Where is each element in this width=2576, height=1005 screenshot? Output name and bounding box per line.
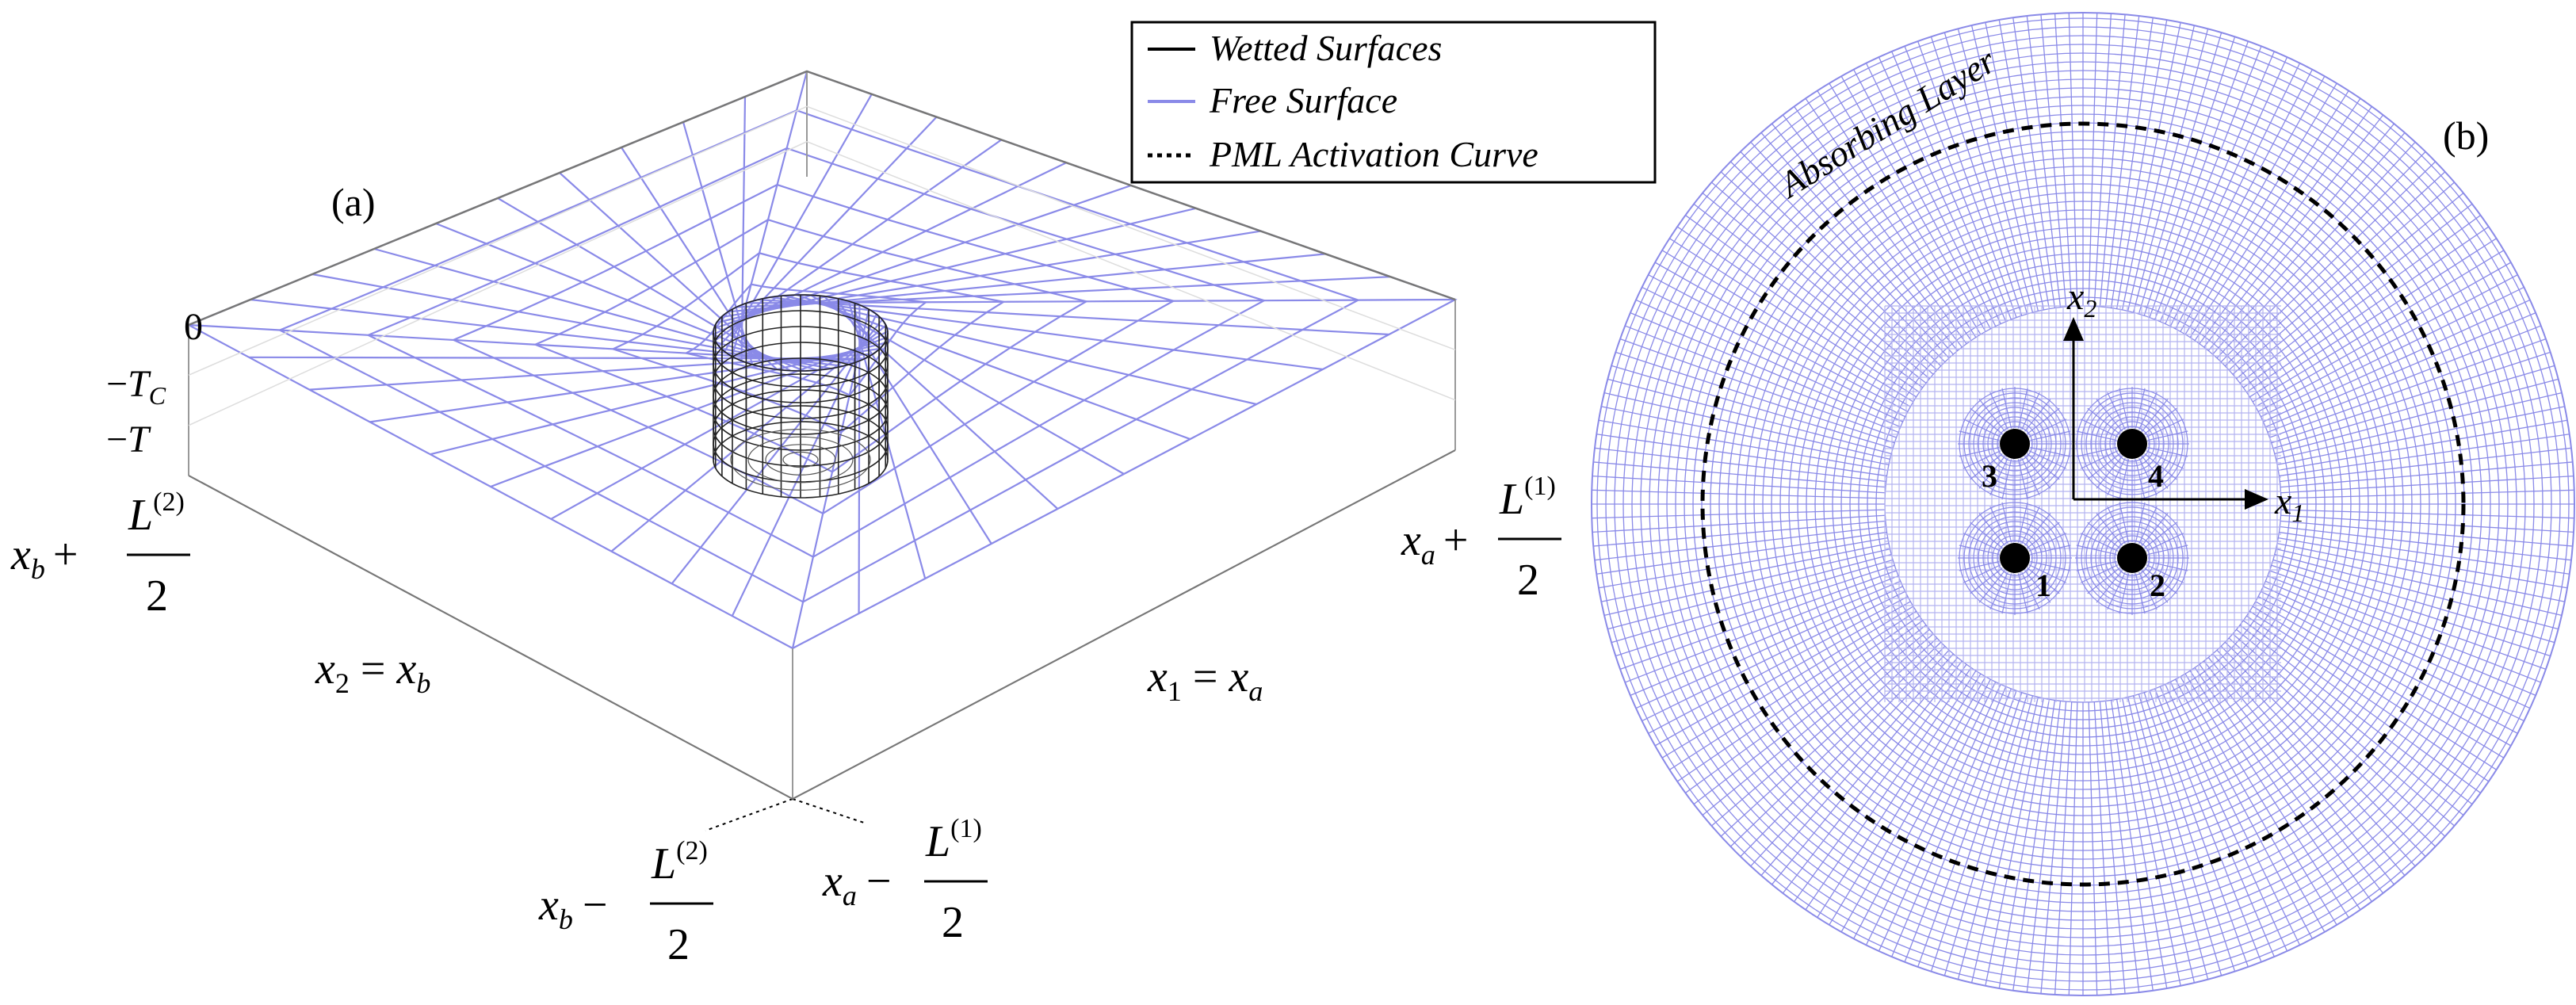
svg-text:2: 2 xyxy=(146,571,168,621)
label-x2-bottom: xb− L(2) 2 xyxy=(538,836,713,969)
panel-a: (a) 0 −TC −T xb+ L(2) 2 x2=xb xb− L(2) 2… xyxy=(10,70,1561,969)
svg-text:xa+: xa+ xyxy=(1401,516,1468,571)
axis-x1-label: x1 xyxy=(2274,480,2304,527)
svg-text:L(1): L(1) xyxy=(1499,472,1556,524)
svg-text:4: 4 xyxy=(2148,458,2164,494)
label-x1-bottom: xa− L(1) 2 xyxy=(822,814,988,947)
free-surface-mesh-a xyxy=(188,70,1458,650)
legend: Wetted Surfaces Free Surface PML Activat… xyxy=(1130,21,1657,184)
legend-item-wetted: Wetted Surfaces xyxy=(1148,28,1442,68)
legend-box xyxy=(1130,21,1657,184)
svg-text:xb+: xb+ xyxy=(10,530,78,585)
svg-text:Free Surface: Free Surface xyxy=(1209,80,1397,120)
svg-text:L(2): L(2) xyxy=(651,836,708,888)
z-tick-zero: 0 xyxy=(184,306,203,348)
wetted-cylinder xyxy=(713,294,889,499)
svg-text:2: 2 xyxy=(2150,567,2165,603)
panel-label-b: (b) xyxy=(2443,113,2489,158)
svg-text:PML Activation Curve: PML Activation Curve xyxy=(1209,134,1538,174)
svg-text:2: 2 xyxy=(1517,556,1539,605)
svg-text:2: 2 xyxy=(667,920,690,969)
z-tick-t: −T xyxy=(106,418,151,460)
svg-text:L(2): L(2) xyxy=(128,487,185,540)
svg-text:xb−: xb− xyxy=(538,881,607,935)
legend-item-pml: PML Activation Curve xyxy=(1148,134,1538,174)
label-x1-mid: x1=xa xyxy=(1147,652,1263,707)
body-1: 1 xyxy=(2000,543,2051,603)
pml-activation-curve xyxy=(1700,121,2466,887)
free-surface-mesh-b xyxy=(1591,12,2575,996)
legend-item-free-surface: Free Surface xyxy=(1148,80,1397,120)
body-3: 3 xyxy=(1982,429,2030,494)
axis-x2-label: x2 xyxy=(2066,276,2096,323)
svg-text:1: 1 xyxy=(2035,567,2051,603)
svg-text:L(1): L(1) xyxy=(925,814,982,866)
svg-text:2: 2 xyxy=(942,898,964,947)
bounding-box-a xyxy=(188,70,1456,831)
label-x1-top: xa+ L(1) 2 xyxy=(1401,472,1561,605)
svg-text:Wetted Surfaces: Wetted Surfaces xyxy=(1210,28,1442,68)
label-x2-mid: x2=xb xyxy=(315,644,430,699)
label-x2-top: xb+ L(2) 2 xyxy=(10,487,190,621)
panel-label-a: (a) xyxy=(331,180,376,224)
panel-b: Absorbing Layer (b) x2 x1 1 2 3 4 xyxy=(1591,12,2575,996)
axes-b: x2 x1 xyxy=(2063,276,2304,527)
body-2: 2 xyxy=(2117,543,2165,603)
svg-text:3: 3 xyxy=(1982,458,1997,494)
z-tick-tc: −TC xyxy=(106,363,166,410)
body-4: 4 xyxy=(2117,429,2164,494)
svg-text:xa−: xa− xyxy=(822,857,891,911)
